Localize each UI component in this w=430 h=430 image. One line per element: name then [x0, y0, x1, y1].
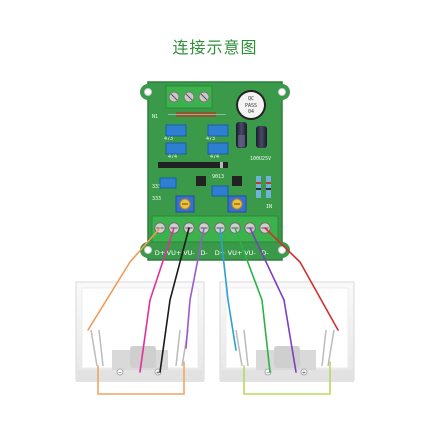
terminal-label-7: VU- [244, 249, 256, 257]
right-meter-plus: + [302, 370, 306, 376]
diode-bar [158, 162, 228, 168]
pcb-board: QC PASS 04 N1 473 473 474 474 333 333 90… [140, 81, 290, 261]
terminal-label-8: D- [261, 249, 269, 257]
silk-9013: 9013 [212, 174, 224, 180]
film-capacitors [165, 124, 229, 155]
silk-333-a: 333 [152, 184, 161, 190]
terminal-label-4: D- [200, 249, 208, 257]
batch-label: 04 [248, 109, 254, 115]
left-meter-plus: + [156, 370, 160, 376]
left-vu-meter: − + [75, 281, 205, 382]
wire-vu-minus-right [249, 227, 297, 373]
terminal-label-5: D+ [215, 249, 225, 257]
silk-474-b: 474 [210, 154, 219, 160]
right-vu-meter: − + [219, 281, 355, 382]
silk-cap-value: 100U25V [250, 156, 271, 162]
jumper-left [97, 361, 185, 395]
wire-vu-plus-right [234, 227, 271, 373]
terminal-label-6: VU+ [228, 249, 243, 257]
left-meter-minus: − [118, 370, 122, 376]
electrolytic-capacitors [236, 122, 267, 148]
wires [87, 227, 339, 395]
diagram-title: 连接示意图 [172, 38, 258, 57]
silk-n1: N1 [152, 114, 158, 120]
qc-label: QC [248, 96, 254, 102]
jumper-right [243, 361, 331, 395]
silk-in: IN [266, 204, 272, 210]
terminal-label-2: VU+ [167, 249, 182, 257]
silk-473-b: 473 [206, 136, 215, 142]
wire-d-plus-right [219, 227, 237, 351]
terminal-label-3: VU- [183, 249, 195, 257]
side-resistors [256, 176, 271, 198]
wire-d-plus-left [87, 227, 161, 331]
wire-vu-minus-left [159, 227, 190, 373]
terminal-labels: D+ VU+ VU- D- D+ VU+ VU- D- [155, 249, 270, 257]
trim-potentiometers [175, 195, 247, 213]
power-terminal-block [165, 85, 213, 109]
buzzer: QC PASS 04 [236, 90, 266, 120]
terminal-label-1: D+ [155, 249, 165, 257]
silk-473-a: 473 [164, 136, 173, 142]
silk-474-a: 474 [168, 154, 177, 160]
wire-vu-plus-left [139, 227, 175, 373]
transistors [196, 176, 242, 186]
wire-d-minus-right [264, 227, 339, 331]
right-meter-minus: − [266, 370, 270, 376]
pass-label: PASS [245, 103, 257, 109]
silk-333-b: 333 [152, 196, 161, 202]
wire-d-minus-left [185, 227, 205, 349]
